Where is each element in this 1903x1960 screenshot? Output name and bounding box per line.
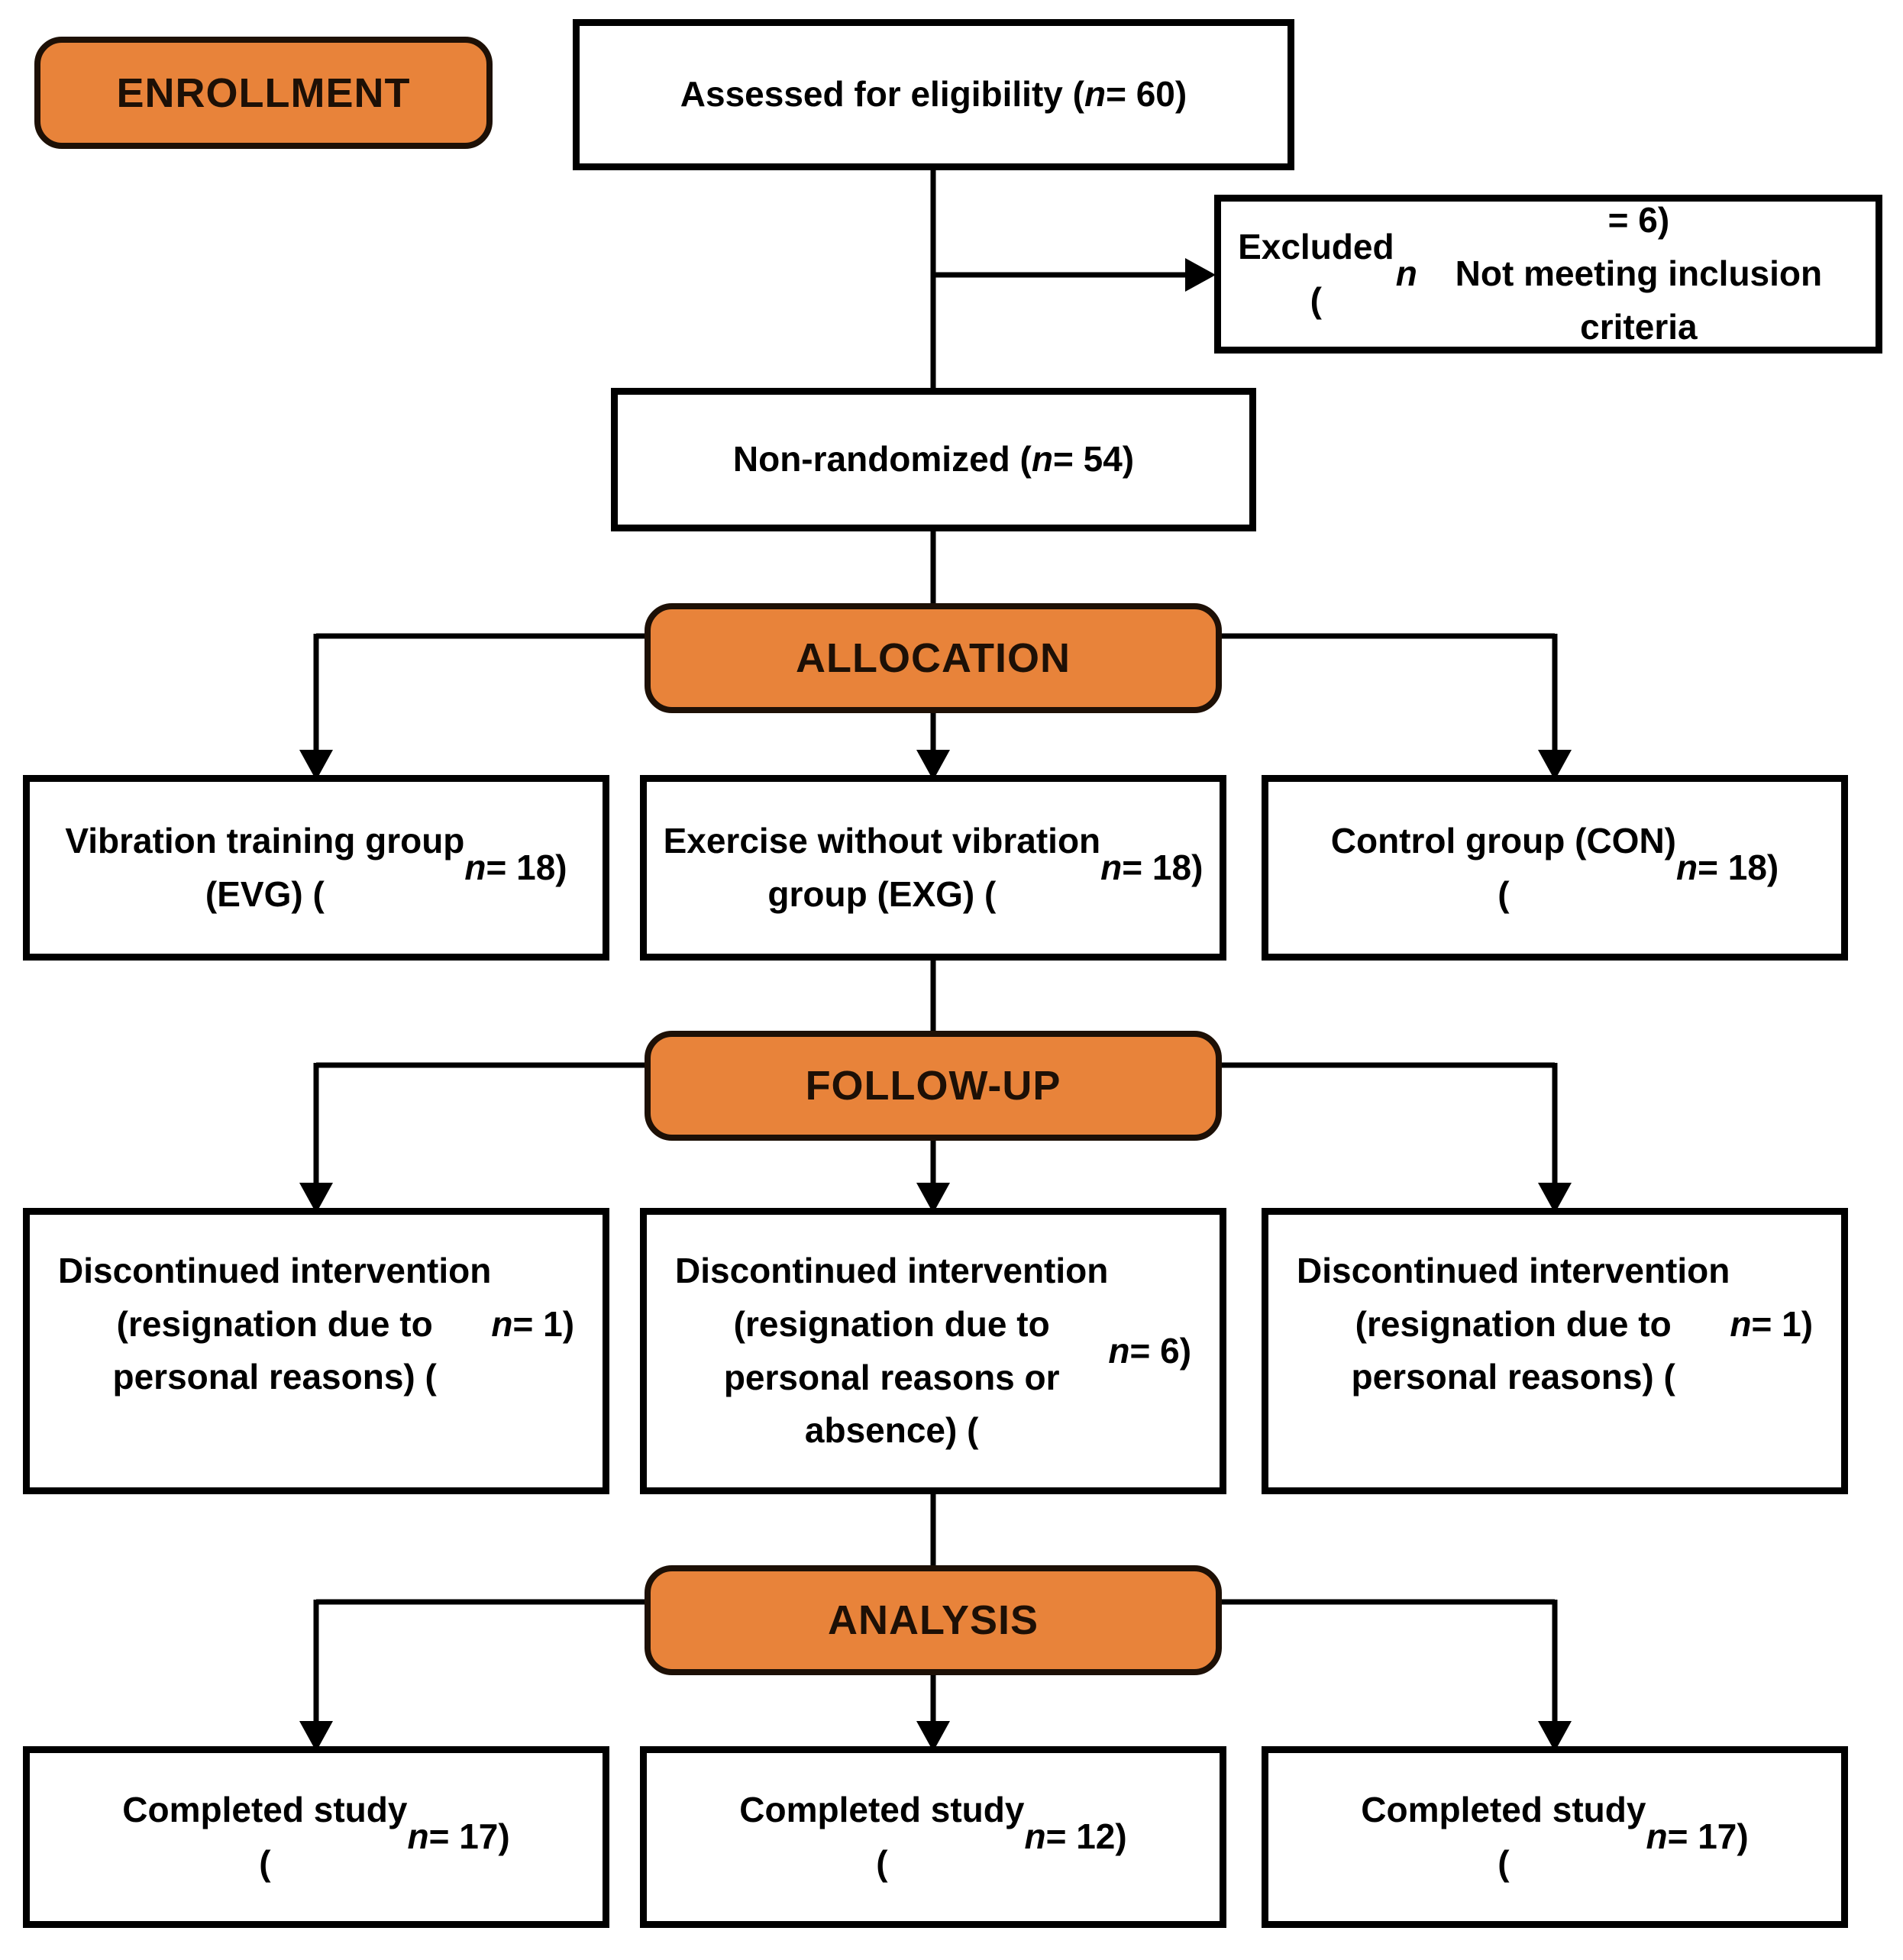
box-completed-evg: Completed study(n = 17) xyxy=(23,1746,609,1928)
stage-followup: FOLLOW-UP xyxy=(645,1031,1222,1141)
arrow-down-c-evg xyxy=(299,1721,333,1752)
box-discontinued-evg: Discontinued intervention(resignation du… xyxy=(23,1208,609,1494)
arrow-down-c-con xyxy=(1538,1721,1572,1752)
stage-allocation: ALLOCATION xyxy=(645,603,1222,713)
arrow-down-exg xyxy=(916,750,950,780)
arrow-down-fu-evg xyxy=(299,1183,333,1213)
box-discontinued-exg: Discontinued intervention(resignation du… xyxy=(640,1208,1226,1494)
box-completed-con: Completed study(n = 17) xyxy=(1262,1746,1848,1928)
box-discontinued-con: Discontinued intervention(resignation du… xyxy=(1262,1208,1848,1494)
arrow-down-fu-con xyxy=(1538,1183,1572,1213)
box-non-randomized: Non-randomized (n = 54) xyxy=(611,388,1256,531)
box-vibration-training-group: Vibration training group(EVG) (n = 18) xyxy=(23,775,609,961)
arrow-right-excluded xyxy=(1185,258,1216,292)
arrow-down-c-exg xyxy=(916,1721,950,1752)
box-excluded: Excluded (n = 6)Not meeting inclusion cr… xyxy=(1214,195,1882,354)
arrow-down-con xyxy=(1538,750,1572,780)
stage-analysis: ANALYSIS xyxy=(645,1565,1222,1675)
box-assessed-eligibility: Assessed for eligibility (n = 60) xyxy=(573,19,1294,170)
arrow-down-fu-exg xyxy=(916,1183,950,1213)
arrow-down-evg xyxy=(299,750,333,780)
box-completed-exg: Completed study(n = 12) xyxy=(640,1746,1226,1928)
stage-enrollment: ENROLLMENT xyxy=(34,37,493,149)
box-control-group: Control group (CON)(n = 18) xyxy=(1262,775,1848,961)
